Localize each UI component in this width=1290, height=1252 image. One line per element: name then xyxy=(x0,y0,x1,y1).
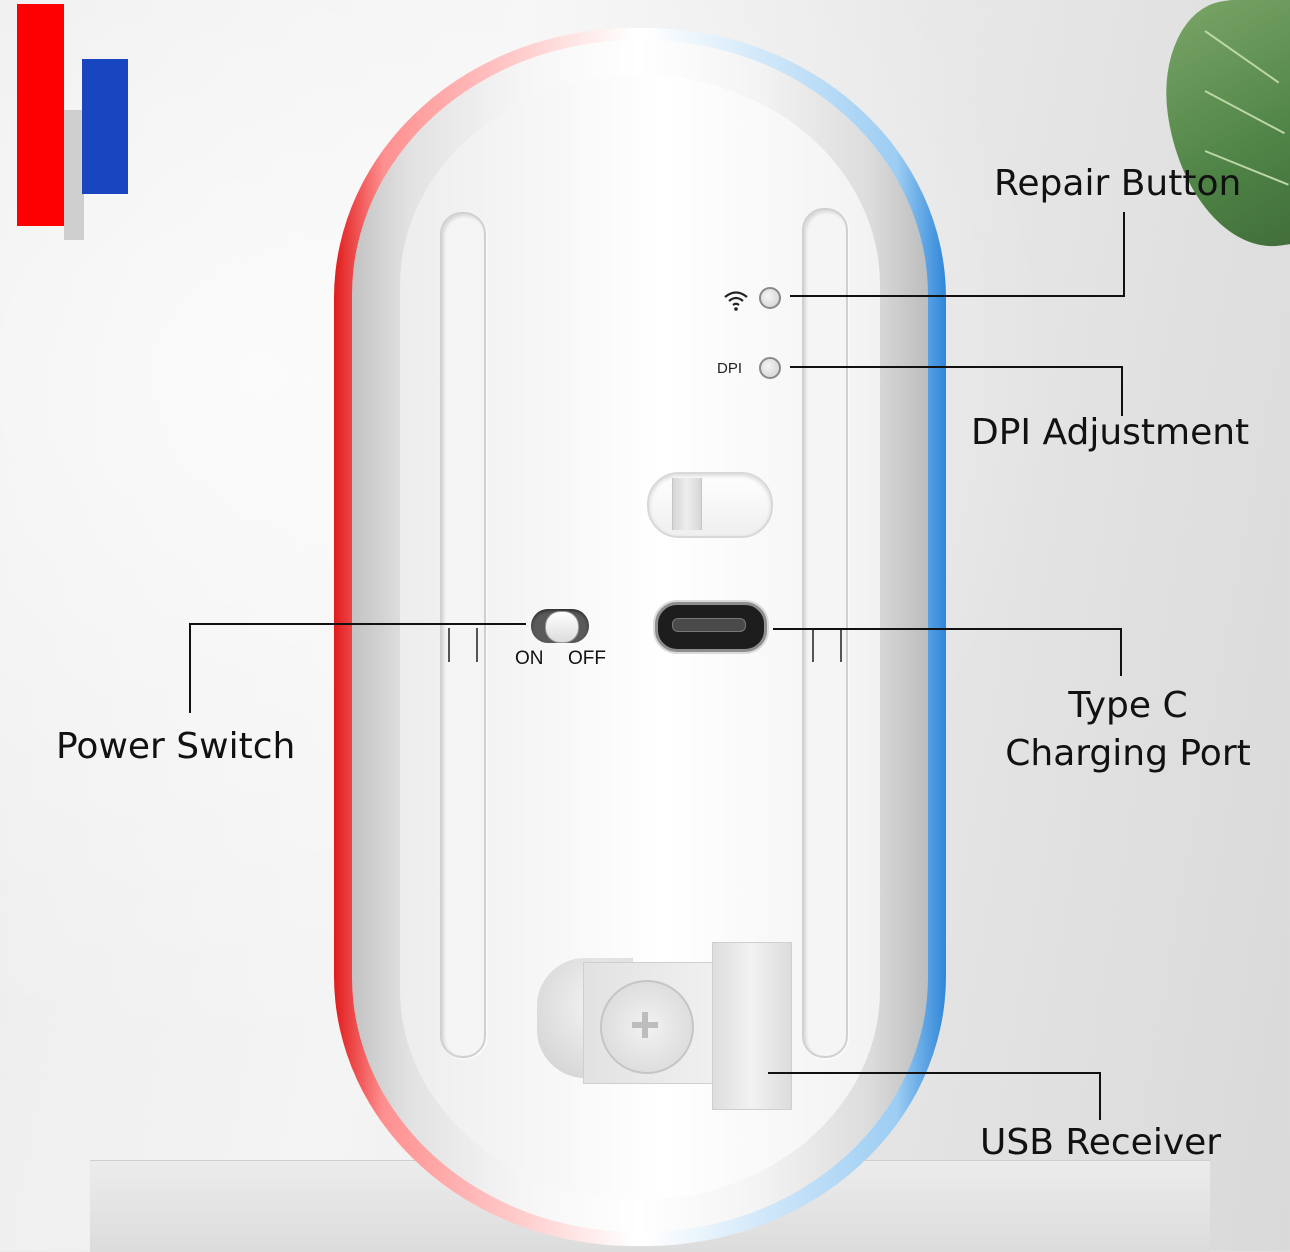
label-dpi-adjustment: DPI Adjustment xyxy=(971,412,1250,453)
glide-pad-left xyxy=(440,212,486,1058)
label-usb-receiver: USB Receiver xyxy=(980,1122,1222,1163)
repair-button[interactable] xyxy=(759,287,781,309)
callout-line-repair xyxy=(1123,212,1125,297)
dpi-label: DPI xyxy=(717,360,743,377)
callout-line-power xyxy=(189,623,526,625)
switch-off-label: OFF xyxy=(568,648,606,669)
usb-receiver[interactable] xyxy=(712,942,792,1110)
label-type-c-line1: Type C xyxy=(1068,685,1188,726)
callout-line-repair xyxy=(790,295,1125,297)
pad-tick xyxy=(812,628,814,662)
power-switch-knob[interactable] xyxy=(545,611,579,643)
callout-line-dpi xyxy=(790,366,1123,368)
dpi-button[interactable] xyxy=(759,357,781,379)
label-repair-button: Repair Button xyxy=(994,163,1242,204)
callout-line-power xyxy=(189,623,191,713)
pad-tick xyxy=(448,628,450,662)
wifi-icon xyxy=(724,291,748,311)
callout-line-usb xyxy=(768,1072,1101,1074)
callout-line-typec xyxy=(1120,628,1122,676)
label-type-c-port: Type C Charging Port xyxy=(1000,682,1256,778)
receiver-screw-icon xyxy=(642,1012,648,1038)
callout-line-dpi xyxy=(1121,366,1123,416)
logo-blue-bar xyxy=(82,59,128,194)
switch-on-label: ON xyxy=(515,648,544,669)
label-type-c-line2: Charging Port xyxy=(1005,733,1251,774)
pad-tick xyxy=(840,628,842,662)
callout-line-typec xyxy=(773,628,1122,630)
callout-line-usb xyxy=(1099,1072,1101,1120)
type-c-port-inner xyxy=(672,618,746,632)
logo-red-bar xyxy=(17,4,64,226)
logo-gray-bar xyxy=(64,110,84,240)
label-power-switch: Power Switch xyxy=(56,726,296,767)
receiver-disc xyxy=(600,980,694,1074)
sensor-lens xyxy=(672,478,702,530)
optical-sensor xyxy=(647,472,773,538)
pad-tick xyxy=(476,628,478,662)
